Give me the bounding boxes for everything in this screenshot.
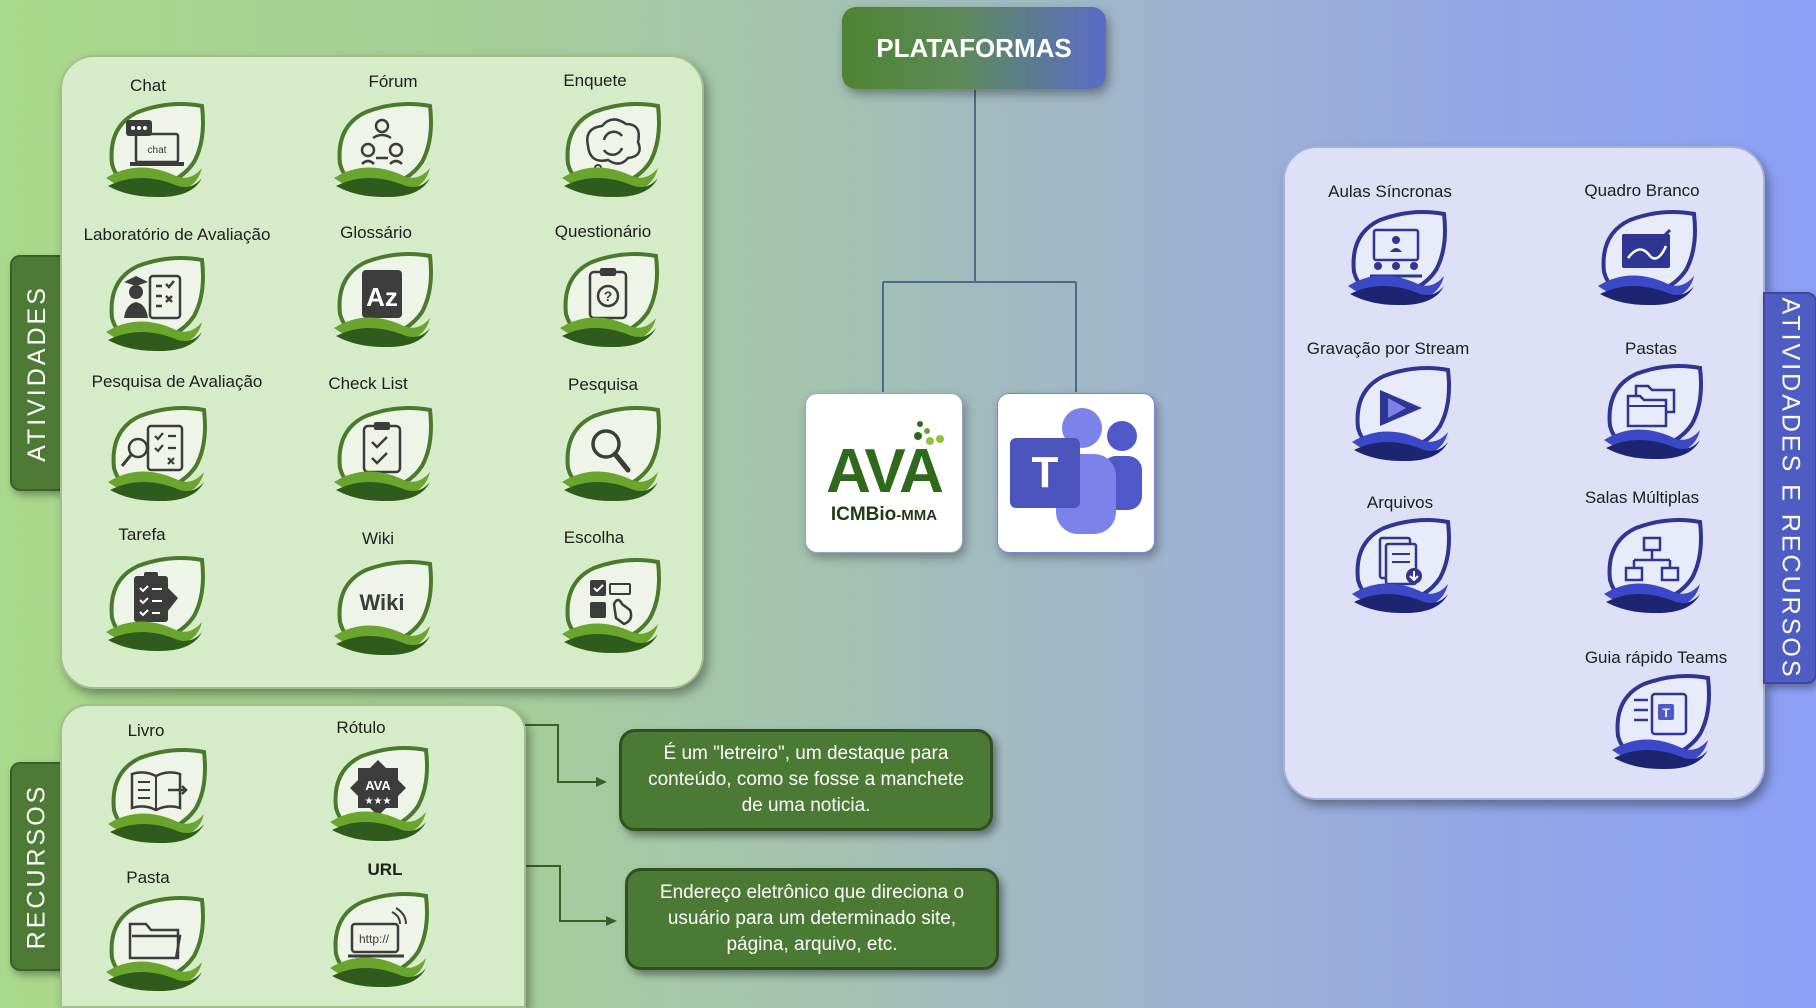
item-label-glossario: Glossário (340, 223, 412, 242)
book-icon[interactable] (100, 744, 212, 844)
atividades-tab-label: ATIVIDADES (22, 284, 51, 462)
item-label-checklist: Check List (328, 374, 408, 393)
atividades-tab: ATIVIDADES (10, 255, 64, 491)
item-label-pesquisa: Pesquisa (568, 375, 638, 394)
item-label-wiki: Wiki (361, 529, 395, 548)
item-label-tarefa: Tarefa (118, 525, 166, 544)
ava-logo[interactable]: AVA ICMBio-MMA (805, 393, 963, 553)
item-label-guia-teams: Guia rápido Teams (1584, 648, 1728, 667)
item-label-questionario: Questionário (554, 222, 652, 241)
item-label-aulas-sincronas: Aulas Síncronas (1328, 182, 1452, 201)
whiteboard-icon[interactable] (1590, 206, 1702, 306)
item-label-salas-multiplas: Salas Múltiplas (1584, 488, 1700, 507)
recursos-tab-label: RECURSOS (22, 783, 51, 950)
files-download-icon[interactable] (1344, 514, 1456, 614)
stream-play-icon[interactable] (1344, 362, 1456, 462)
teams-logo[interactable]: T (997, 393, 1155, 553)
evaluation-survey-icon[interactable] (100, 402, 212, 502)
callout-url: Endereço eletrônico que direciona o usuá… (625, 868, 999, 970)
url-icon[interactable]: http:// (322, 888, 434, 988)
teams-guide-icon[interactable]: T (1604, 670, 1716, 770)
ava-logo-subtext: ICMBio-MMA (830, 504, 938, 525)
label-badge-icon[interactable]: AVA ★★★ (322, 742, 434, 842)
folders-icon[interactable] (1596, 360, 1708, 460)
ava-logo-text: AVA (826, 437, 944, 506)
svg-text:★★★: ★★★ (365, 796, 392, 807)
chat-icon[interactable]: chat (98, 98, 210, 198)
item-label-chat: Chat (130, 76, 166, 95)
teams-logo-letter: T (1031, 448, 1059, 497)
quiz-icon[interactable]: ? (552, 248, 664, 348)
item-label-rotulo: Rótulo (336, 718, 386, 737)
task-icon[interactable] (98, 552, 210, 652)
forum-icon[interactable] (326, 98, 438, 198)
item-label-pastas: Pastas (1625, 339, 1677, 358)
teams-logo-mark (1010, 408, 1142, 534)
wiki-icon[interactable]: Wiki (326, 556, 438, 656)
poll-icon[interactable] (554, 98, 666, 198)
item-label-url: URL (367, 860, 403, 879)
teams-tab-label: ATIVIDADES E RECURSOS (1776, 296, 1805, 680)
search-icon[interactable] (554, 402, 666, 502)
item-label-pesquisa-avaliacao: Pesquisa de Avaliação (91, 372, 263, 391)
item-label-enquete: Enquete (563, 71, 627, 90)
ava-logo-mark (914, 421, 944, 445)
recursos-tab: RECURSOS (10, 762, 64, 971)
svg-text:Wiki: Wiki (359, 590, 404, 615)
glossary-icon[interactable]: Az (326, 248, 438, 348)
svg-text:Az: Az (366, 282, 398, 312)
callout-rotulo: É um "letreiro", um destaque para conteú… (619, 729, 993, 831)
teams-tab: ATIVIDADES E RECURSOS (1763, 292, 1816, 684)
choice-icon[interactable] (554, 554, 666, 654)
item-label-gravacao-stream: Gravação por Stream (1306, 339, 1470, 358)
evaluation-lab-icon[interactable] (98, 252, 210, 352)
breakout-rooms-icon[interactable] (1596, 514, 1708, 614)
classroom-icon[interactable] (1340, 206, 1452, 306)
item-label-pasta: Pasta (126, 868, 170, 887)
platforms-title: PLATAFORMAS (842, 7, 1106, 89)
item-label-lab-avaliacao: Laboratório de Avaliação (83, 225, 271, 244)
svg-text:chat: chat (148, 145, 167, 156)
item-label-forum: Fórum (368, 72, 418, 91)
item-label-escolha: Escolha (563, 528, 625, 547)
svg-text:http://: http:// (359, 932, 390, 946)
item-label-arquivos: Arquivos (1366, 493, 1434, 512)
checklist-icon[interactable] (326, 402, 438, 502)
item-label-quadro-branco: Quadro Branco (1584, 181, 1700, 200)
folder-icon[interactable] (98, 892, 210, 992)
svg-text:AVA: AVA (365, 778, 391, 793)
svg-text:?: ? (604, 288, 613, 304)
item-label-livro: Livro (127, 721, 165, 740)
svg-text:T: T (1662, 706, 1670, 720)
